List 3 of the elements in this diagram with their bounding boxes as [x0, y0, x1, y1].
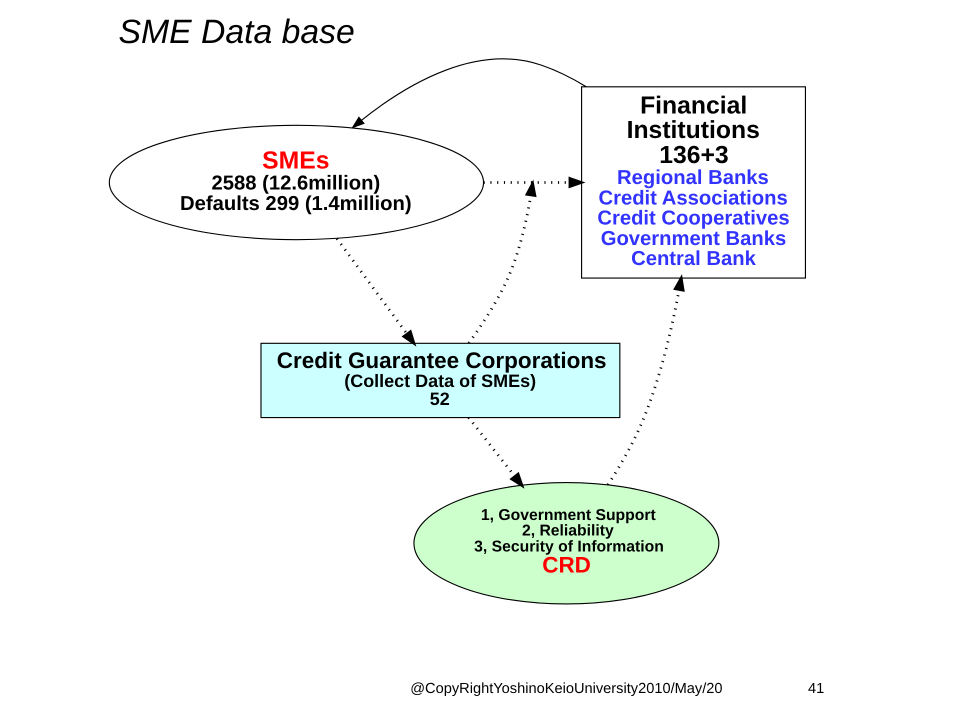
diagram-title: SME Data base	[118, 12, 355, 51]
label: @CopyRightYoshinoKeioUniversity2010/May/20	[410, 681, 723, 698]
label: 41	[808, 681, 824, 698]
